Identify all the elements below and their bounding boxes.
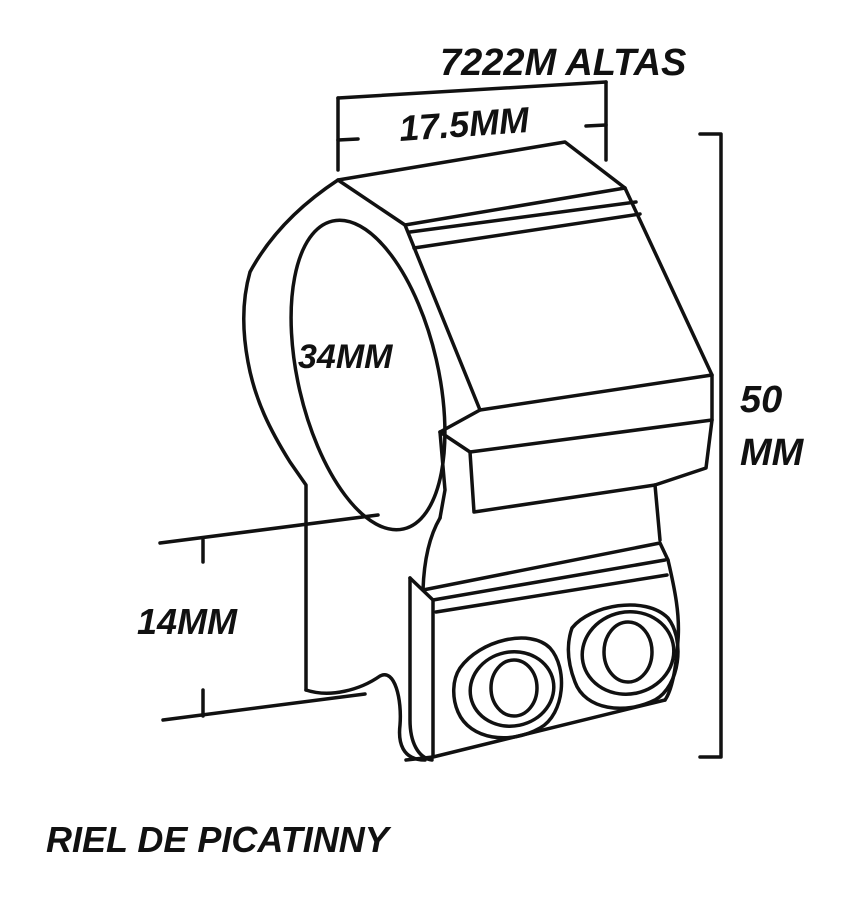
base-label: RIEL DE PICATINNY [46,819,392,860]
rail-height-dimension [158,513,380,722]
height-dimension-bracket [698,132,723,759]
height-label-number: 50 [740,379,782,421]
tube-diameter-label: 34MM [298,338,393,376]
width-dimension-bracket [336,80,608,172]
model-label: 7222M ALTAS [440,42,686,84]
scope-ring-body [242,140,714,762]
width-label: 17.5MM [398,99,532,149]
rail-height-label: 14MM [137,601,238,642]
clamp-screw-right [566,603,680,711]
clamp-screw-left [452,636,564,740]
height-label-unit: MM [740,432,805,474]
